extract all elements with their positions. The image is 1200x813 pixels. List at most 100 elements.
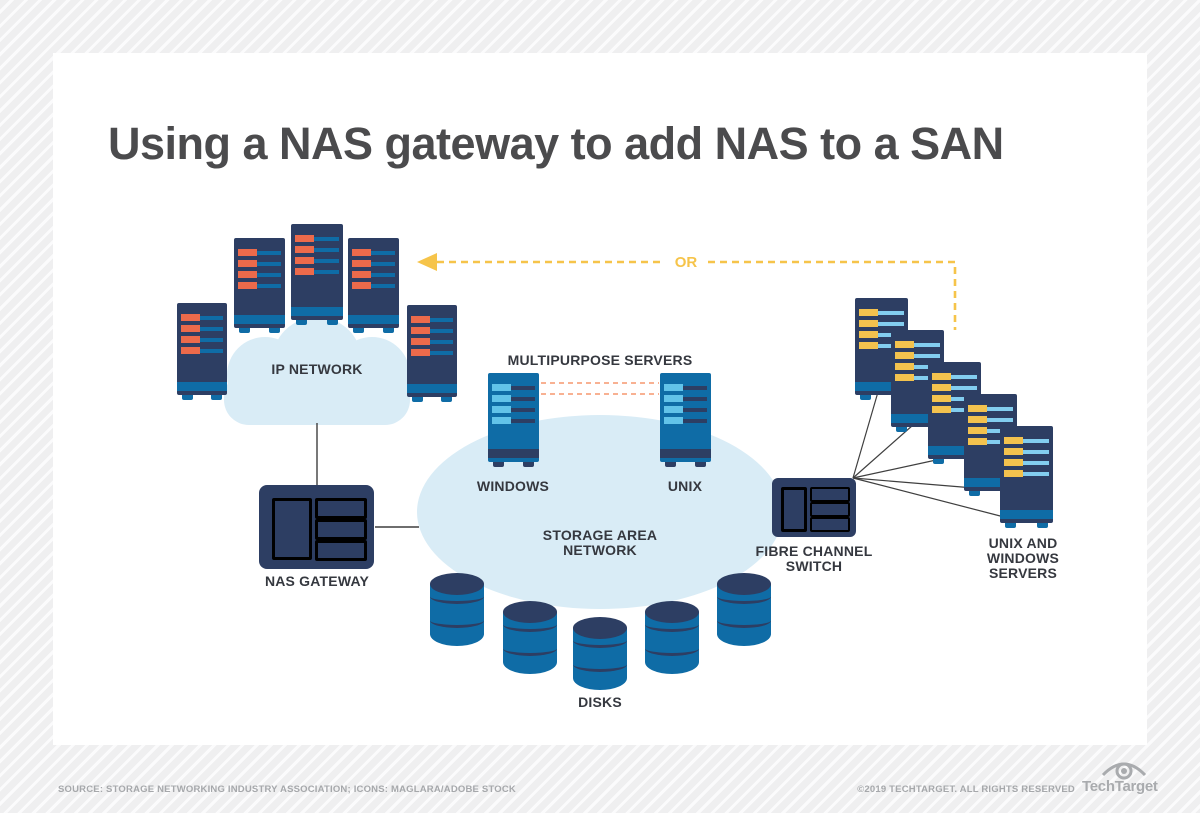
disk-divider [503, 617, 557, 632]
stripe-line [200, 337, 223, 342]
stripe-block [492, 417, 511, 424]
server-base [234, 315, 285, 324]
stripe-block [664, 384, 683, 391]
stripe-block [295, 257, 314, 264]
stripe-line [371, 283, 395, 288]
stripe-block [181, 325, 200, 332]
server-stripe [859, 320, 904, 327]
stripe-block [859, 320, 878, 327]
server-stripe [664, 406, 707, 413]
server-base [177, 382, 227, 391]
server-foot [523, 462, 534, 467]
disks-label: DISKS [578, 694, 622, 710]
stripe-block [664, 406, 683, 413]
stripe-block [968, 427, 987, 434]
server-stripe [411, 338, 453, 345]
server-stripe [181, 336, 223, 343]
stripe-line [1023, 471, 1049, 476]
stripe-block [895, 374, 914, 381]
server-stripe [352, 260, 395, 267]
ip-server-icon [291, 224, 343, 325]
stripe-line [257, 250, 281, 255]
stripe-line [878, 321, 904, 326]
disk-divider [430, 613, 484, 628]
server-foot [353, 328, 364, 333]
server-stripe [238, 271, 281, 278]
stripe-block [238, 260, 257, 267]
server-stripe [664, 417, 707, 424]
stripe-block [295, 235, 314, 242]
stripe-line [430, 317, 453, 322]
stripe-block [352, 260, 371, 267]
server-foot [665, 462, 676, 467]
server-stripe [295, 257, 339, 264]
gateway-bay [315, 498, 367, 519]
stripe-block [895, 352, 914, 359]
stripe-line [951, 385, 977, 390]
stripe-block [352, 249, 371, 256]
techtarget-logo-text: TechTarget [1082, 778, 1158, 795]
stripe-block [352, 271, 371, 278]
disk-divider [503, 641, 557, 656]
copyright-note: ©2019 TECHTARGET. ALL RIGHTS RESERVED [857, 784, 1075, 795]
fibre-channel-switch-label: FIBRE CHANNEL SWITCH [755, 543, 873, 574]
nas-gateway-label: NAS GATEWAY [264, 573, 370, 589]
stripe-block [181, 336, 200, 343]
server-base [891, 414, 944, 423]
nas-gateway-icon [259, 485, 374, 569]
switch-panel [781, 487, 807, 532]
stripe-line [683, 407, 707, 412]
gateway-bay [315, 540, 367, 561]
stripe-block [859, 309, 878, 316]
stripe-block [238, 249, 257, 256]
stripe-block [411, 316, 430, 323]
stripe-block [664, 417, 683, 424]
server-stripe [492, 417, 535, 424]
disk-top [503, 601, 557, 623]
unix-server-icon [660, 373, 711, 467]
stripe-line [511, 385, 535, 390]
disk-icon [503, 601, 557, 674]
server-stripe [932, 373, 977, 380]
server-foot [211, 395, 222, 400]
stripe-line [511, 407, 535, 412]
unix-windows-server-icon [1000, 426, 1053, 528]
server-foot [441, 397, 452, 402]
server-stripe [492, 384, 535, 391]
stripe-line [511, 418, 535, 423]
server-foot [860, 395, 871, 400]
server-stripe [664, 384, 707, 391]
server-stripe [1004, 448, 1049, 455]
server-foot [239, 328, 250, 333]
stripe-line [430, 350, 453, 355]
server-stripe [181, 347, 223, 354]
stripe-line [1023, 438, 1049, 443]
stripe-block [295, 268, 314, 275]
stripe-block [492, 406, 511, 413]
server-stripe [352, 282, 395, 289]
gateway-panel [272, 498, 312, 560]
windows-server-icon [488, 373, 539, 467]
server-foot [969, 491, 980, 496]
stripe-block [238, 271, 257, 278]
disk-top [717, 573, 771, 595]
server-foot [695, 462, 706, 467]
stripe-block [411, 327, 430, 334]
server-foot [1037, 523, 1048, 528]
server-stripe [968, 405, 1013, 412]
server-stripe [411, 316, 453, 323]
stripe-line [257, 272, 281, 277]
stripe-block [664, 395, 683, 402]
stripe-block [932, 406, 951, 413]
server-stripe [859, 309, 904, 316]
disk-divider [573, 633, 627, 648]
windows-label: WINDOWS [476, 478, 550, 494]
stripe-block [352, 282, 371, 289]
source-note: SOURCE: STORAGE NETWORKING INDUSTRY ASSO… [58, 784, 516, 795]
server-base [855, 382, 908, 391]
server-base [660, 449, 711, 458]
stripe-line [314, 247, 339, 252]
stripe-block [295, 246, 314, 253]
stripe-block [411, 338, 430, 345]
stripe-block [492, 384, 511, 391]
